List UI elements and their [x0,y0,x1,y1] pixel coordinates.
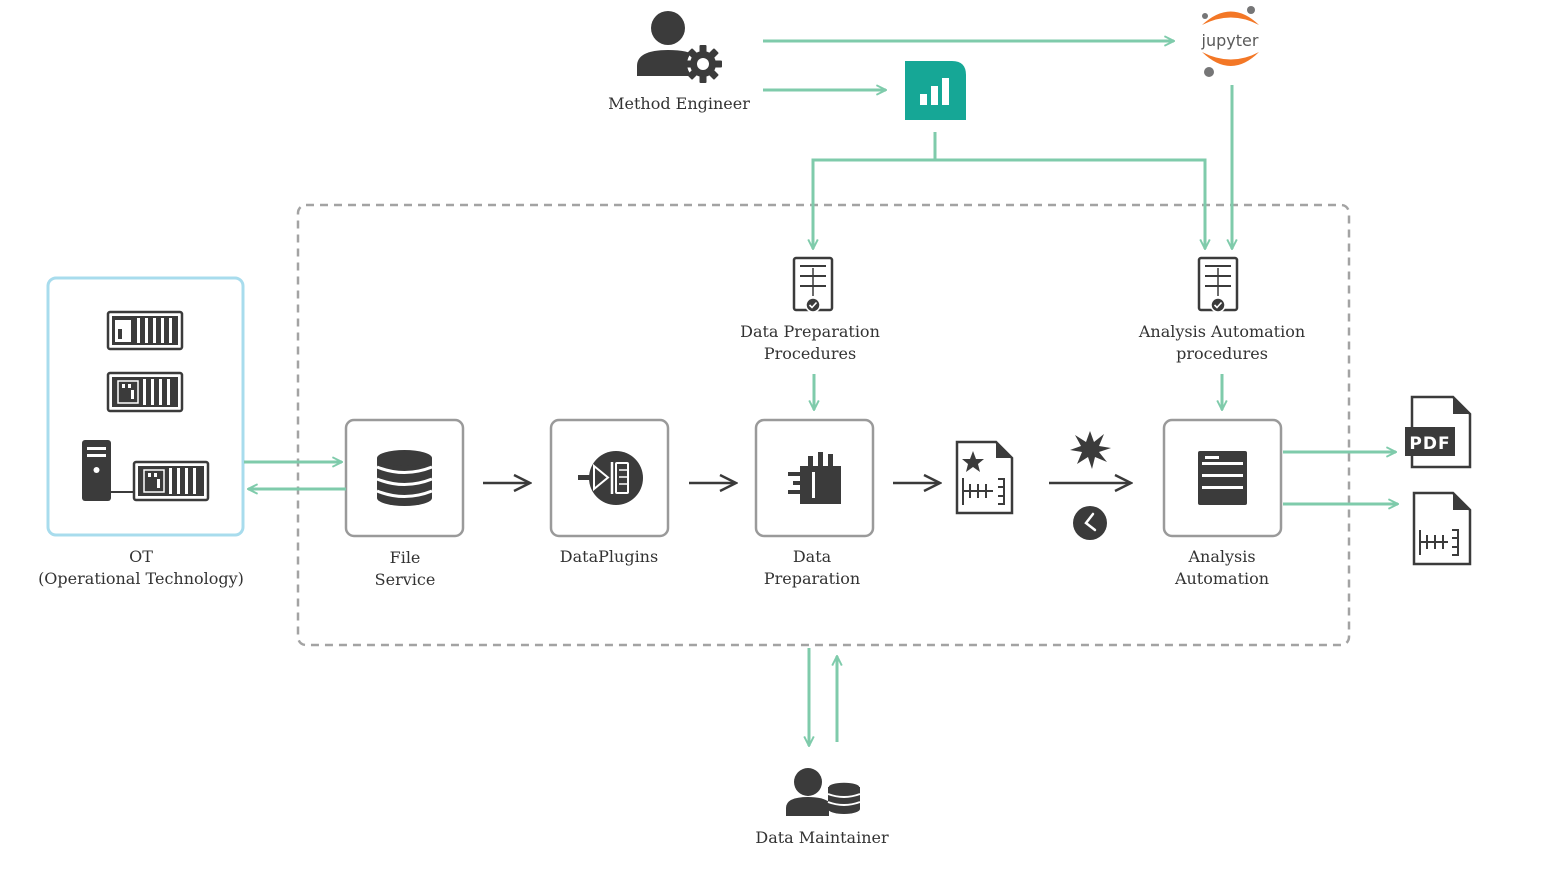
analysis-procedures-line-2: procedures [1176,344,1268,363]
data-prep-procedures-line-2: Procedures [763,344,857,363]
arrow-analytics-to-data-prep-procedures [813,132,937,249]
dataplugins-line-1: DataPlugins [559,547,659,566]
ot-label-line-2: (Operational Technology) [38,569,244,588]
database-icon [376,450,433,506]
data-preparation-label: Data Preparation [750,546,874,590]
user-gear-icon [637,11,722,83]
ot-plc-rack-1-icon [106,310,184,351]
data-prep-procedure-icon [792,256,834,313]
dataplugins-label: DataPlugins [544,546,674,568]
analysis-procedures-line-1: Analysis Automation [1138,322,1306,341]
starburst-event-icon [1070,431,1111,469]
analysis-automation-label: Analysis Automation [1160,546,1284,590]
plugin-arrow-icon [578,451,643,505]
data-preparation-icon [788,452,841,504]
arrow-analytics-to-analysis-procedures [935,158,1205,249]
ot-controller-icon [82,440,210,502]
data-maintainer-label: Data Maintainer [755,828,889,847]
analysis-procedures-label: Analysis Automation procedures [1127,321,1317,365]
file-service-line-2: Service [374,570,436,589]
clock-icon [1073,506,1107,540]
server-stack-icon [1198,451,1247,505]
jupyter-logo [1202,6,1259,77]
data-preparation-line-2: Preparation [763,569,861,588]
method-engineer-label: Method Engineer [608,94,750,113]
jupyter-wordmark: jupyter [1201,31,1259,50]
user-database-icon [786,768,861,816]
starred-data-file-icon [955,440,1014,515]
analysis-procedure-icon [1197,256,1239,313]
data-prep-procedures-line-1: Data Preparation [740,322,880,341]
pdf-badge: PDF [1409,434,1450,454]
ot-plc-rack-2-icon [106,371,184,413]
data-preparation-line-1: Data [792,547,832,566]
file-service-label: File Service [345,547,465,591]
analysis-automation-line-2: Automation [1174,569,1270,588]
data-file-icon [1412,491,1472,566]
bar-chart-app-icon [905,61,966,120]
ot-label: OT (Operational Technology) [30,546,252,590]
data-prep-procedures-label: Data Preparation Procedures [730,321,890,365]
ot-label-line-1: OT [129,547,153,566]
file-service-line-1: File [389,548,421,567]
pdf-file-icon [1405,395,1472,469]
analysis-automation-line-1: Analysis [1188,547,1256,566]
